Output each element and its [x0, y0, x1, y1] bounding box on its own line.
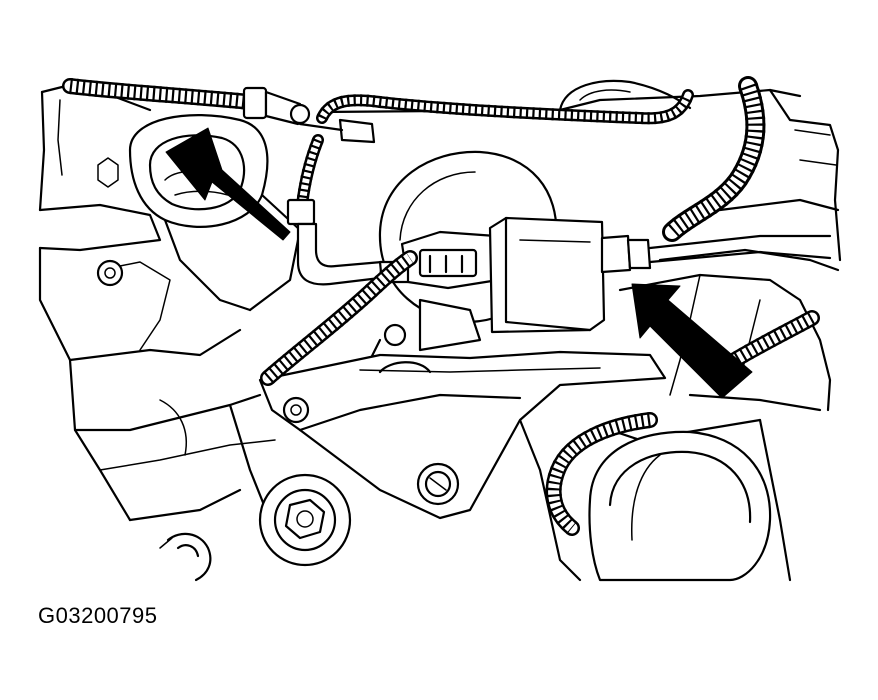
ribbed-harness-right — [662, 76, 766, 242]
figure-code: G03200795 — [38, 603, 158, 628]
hex-nut — [258, 473, 352, 567]
vacuum-hose — [286, 134, 384, 286]
solenoid-valve — [368, 216, 832, 374]
callout-arrow-right — [631, 283, 753, 399]
reservoir-bowl — [128, 114, 302, 312]
wire-harness-top — [298, 89, 694, 144]
mounting-bracket — [258, 350, 667, 520]
ribbed-harness-diagonal — [260, 250, 418, 386]
pulley — [588, 430, 772, 582]
hose-clip — [159, 532, 212, 582]
ribbed-harness-lower-right — [545, 310, 820, 536]
ribbed-hose-top-left — [62, 78, 311, 126]
engine-component-illustration — [38, 76, 842, 582]
callout-arrow-upper-left — [165, 127, 291, 241]
